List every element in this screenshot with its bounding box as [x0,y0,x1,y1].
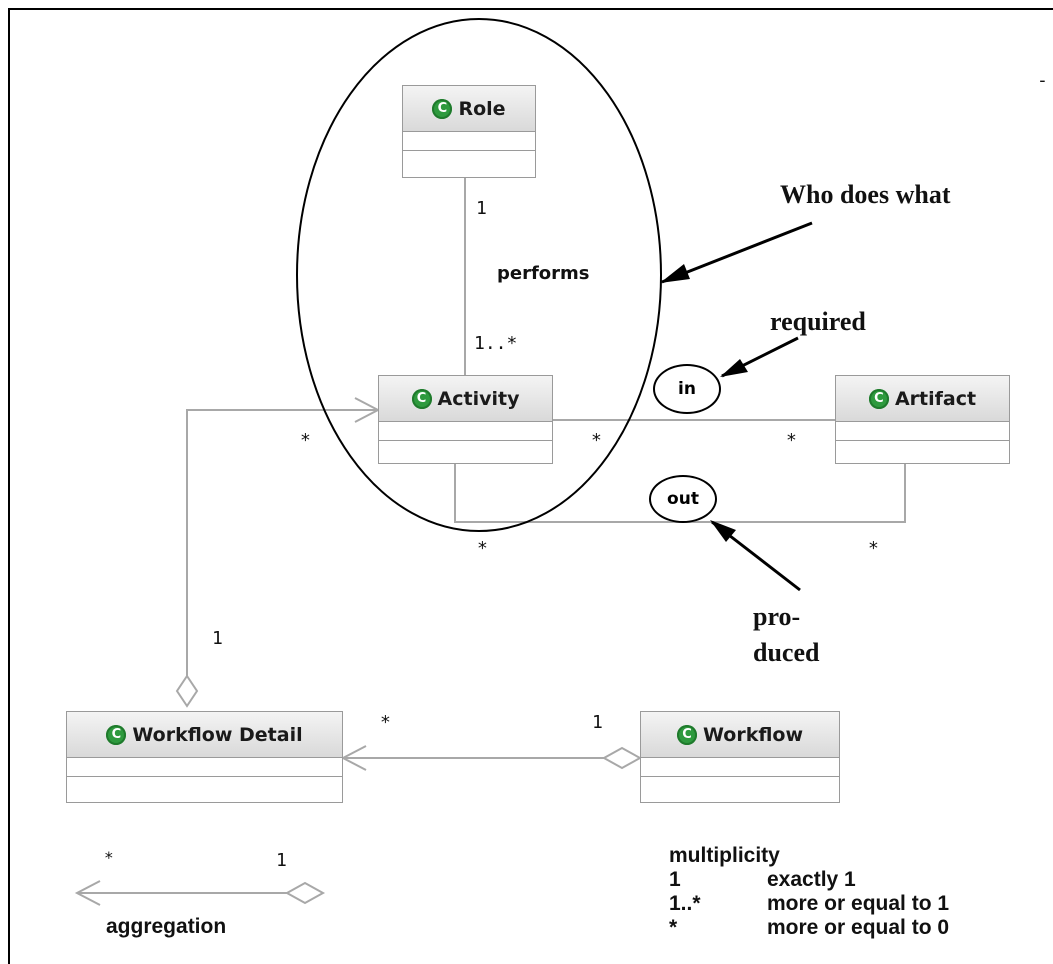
required-arrowhead [720,359,748,377]
class-artifact-attributes [836,422,1009,441]
in-label: in [653,364,721,414]
class-artifact[interactable]: C Artifact [835,375,1010,464]
performs-role-multiplicity: 1 [476,198,487,219]
class-artifact-name: Artifact [894,387,977,410]
class-activity[interactable]: C Activity [378,375,553,464]
out-activity-multiplicity: * [477,538,488,559]
out-label: out [649,475,717,523]
multiplicity-symbol: * [669,916,678,939]
class-workflow-name: Workflow [702,723,804,746]
multiplicity-meaning: more or equal to 0 [767,916,950,939]
class-activity-operations [379,441,552,459]
who-does-what-annotation: Who does what [780,180,951,209]
legend-arrowhead [74,880,101,906]
class-workflow-detail-name: Workflow Detail [132,723,303,746]
required-annotation: required [770,307,866,336]
multiplicity-row: 1 exactly 1 [669,868,949,892]
class-workflow-header: C Workflow [641,712,839,758]
legend-right-multiplicity: 1 [276,850,287,871]
multiplicity-row: * more or equal to 0 [669,916,949,940]
class-workflow[interactable]: C Workflow [640,711,840,803]
diagram-frame [8,8,1053,964]
class-workflow-detail[interactable]: C Workflow Detail [66,711,343,803]
class-activity-header: C Activity [379,376,552,422]
class-workflow-detail-header: C Workflow Detail [67,712,342,758]
multiplicity-legend: multiplicity 1 exactly 1 1..* more or eq… [669,844,949,940]
workflow-aggregation-detail-multiplicity: * [380,712,391,733]
class-artifact-header: C Artifact [836,376,1009,422]
workflow-aggregation-workflow-multiplicity: 1 [592,712,603,733]
class-activity-attributes [379,422,552,441]
multiplicity-symbol: 1..* [669,892,701,915]
out-artifact-multiplicity: * [868,538,879,559]
class-role-name: Role [458,97,506,120]
class-icon: C [106,724,127,745]
in-artifact-multiplicity: * [786,430,797,451]
legend-aggregation-label: aggregation [106,915,227,938]
produced-annotation-line2: duced [753,638,820,667]
legend-diamond [284,881,326,905]
multiplicity-row: 1..* more or equal to 1 [669,892,949,916]
activity-aggregation-diamond [175,674,199,708]
class-workflow-attributes [641,758,839,777]
multiplicity-symbol: 1 [669,868,681,891]
workflow-aggregation-diamond [601,746,643,770]
class-role[interactable]: C Role [402,85,536,178]
produced-annotation-line1: pro- [753,602,801,631]
class-workflow-detail-operations [67,777,342,795]
class-role-header: C Role [403,86,535,132]
aggregation-detail-multiplicity: 1 [212,628,223,649]
corner-mark: - [1037,70,1048,91]
who-does-what-ellipse [296,18,662,532]
class-role-attributes [403,132,535,151]
activity-aggregation-line [186,409,378,676]
in-activity-multiplicity: * [591,430,602,451]
class-role-operations [403,151,535,169]
workflow-detail-arrowhead [340,745,367,771]
multiplicity-meaning: exactly 1 [767,868,856,891]
multiplicity-meaning: more or equal to 1 [767,892,950,915]
aggregation-activity-multiplicity: * [300,430,311,451]
multiplicity-legend-title: multiplicity [669,844,780,867]
class-icon: C [432,98,453,119]
class-icon: C [868,388,889,409]
class-workflow-operations [641,777,839,795]
performs-label: performs [497,263,590,284]
class-icon: C [411,388,432,409]
class-activity-name: Activity [437,387,520,410]
performs-activity-multiplicity: 1..* [474,333,518,354]
class-artifact-operations [836,441,1009,459]
legend-left-multiplicity: * [104,848,114,867]
class-workflow-detail-attributes [67,758,342,777]
class-icon: C [676,724,697,745]
who-does-what-arrowhead [660,264,690,283]
produced-arrowhead [710,520,736,542]
